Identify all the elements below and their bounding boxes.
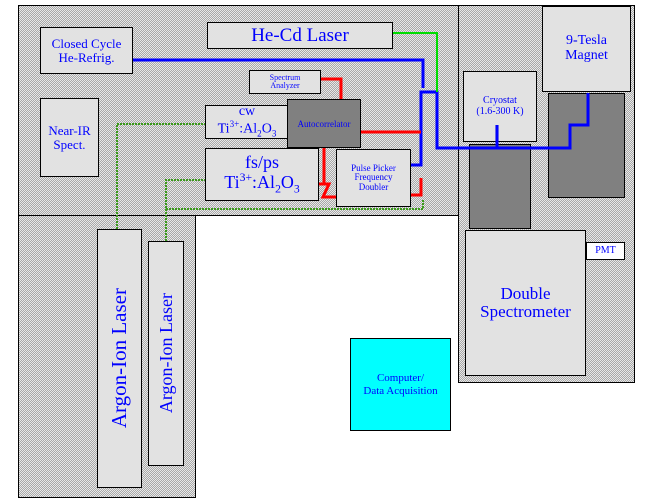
fsps-ion: Ti bbox=[224, 172, 240, 192]
cw-sub3: 3 bbox=[271, 128, 277, 139]
closed-cycle-refrigerator[interactable]: Closed Cycle He-Refrig. bbox=[40, 27, 133, 74]
cw-sub2: 2 bbox=[257, 128, 262, 139]
argon1-label: Argon-Ion Laser bbox=[107, 288, 132, 429]
fsps-line1: fs/ps bbox=[244, 152, 279, 173]
pulse-picker-line2: Frequency bbox=[354, 172, 393, 183]
pulse-picker-line3: Doubler bbox=[358, 181, 389, 192]
red-beam-doubler-out bbox=[411, 178, 423, 197]
pmt-label: PMT bbox=[595, 244, 616, 256]
blue-beam-overlay bbox=[437, 93, 590, 150]
near-ir-line1: Near-IR bbox=[48, 122, 91, 138]
fsps-sub2: 2 bbox=[275, 182, 281, 196]
argon-ion-laser-1[interactable]: Argon-Ion Laser bbox=[97, 229, 142, 488]
green-beam-bottom bbox=[166, 200, 424, 210]
cw-ion: Ti bbox=[217, 121, 230, 137]
fsps-o: O bbox=[280, 172, 294, 192]
green-beam-argon1 bbox=[116, 123, 205, 229]
pulse-picker-frequency-doubler[interactable]: Pulse Picker Frequency Doubler bbox=[336, 149, 411, 207]
cw-line1: cw bbox=[238, 104, 256, 120]
cw-o: O bbox=[261, 121, 272, 137]
magnet-line2: Magnet bbox=[565, 48, 608, 63]
cw-host: :Al bbox=[239, 121, 258, 137]
fsps-charge: 3+ bbox=[239, 171, 253, 184]
magnet-line1: 9-Tesla bbox=[565, 33, 607, 49]
blue-beam-refrig bbox=[133, 58, 425, 88]
fsps-host: :Al bbox=[252, 172, 276, 192]
pulse-picker-line1: Pulse Picker bbox=[351, 162, 396, 173]
spectrum-analyzer[interactable]: Spectrum Analyzer bbox=[249, 70, 321, 94]
autocorrelator[interactable]: Autocorrelator bbox=[287, 99, 361, 148]
fsps-sub3: 3 bbox=[293, 182, 300, 196]
spectrometer-line2: Spectrometer bbox=[480, 302, 571, 321]
fsps-formula: Ti3+:Al2O3 bbox=[224, 171, 300, 196]
argon2-label: Argon-Ion Laser bbox=[155, 293, 176, 414]
cw-ti-sapphire-laser[interactable]: cw Ti3+:Al2O3 bbox=[205, 104, 289, 139]
hecd-label: He-Cd Laser bbox=[251, 24, 349, 46]
red-beam-spectrum bbox=[321, 77, 343, 99]
spectrum-analyzer-line2: Analyzer bbox=[270, 81, 300, 90]
computer-data-acquisition[interactable]: Computer/ Data Acquisition bbox=[350, 338, 451, 431]
green-beam-hecd bbox=[393, 32, 438, 92]
cryostat-line2: (1.6-300 K) bbox=[476, 105, 524, 117]
spectrometer-line1: Double bbox=[500, 284, 551, 304]
cryostat-body bbox=[469, 144, 531, 229]
cw-formula: Ti3+:Al2O3 bbox=[217, 118, 277, 139]
hecd-laser[interactable]: He-Cd Laser bbox=[207, 22, 393, 49]
computer-line1: Computer/ bbox=[376, 372, 425, 385]
green-beam-argon2 bbox=[165, 179, 205, 241]
computer-line2: Data Acquisition bbox=[363, 384, 438, 397]
near-ir-spectrometer[interactable]: Near-IR Spect. bbox=[40, 98, 99, 177]
cryostat[interactable]: Cryostat (1.6-300 K) bbox=[463, 71, 537, 142]
near-ir-line2: Spect. bbox=[53, 136, 86, 152]
red-beam-fsps bbox=[319, 148, 337, 199]
autocorrelator-label: Autocorrelator bbox=[297, 118, 351, 129]
double-spectrometer[interactable]: Double Spectrometer bbox=[465, 230, 586, 376]
cw-charge: 3+ bbox=[229, 118, 240, 129]
pmt[interactable]: PMT bbox=[586, 242, 625, 260]
cryostat-line1: Cryostat bbox=[483, 95, 517, 106]
closed-cycle-line1: Closed Cycle bbox=[51, 35, 122, 51]
closed-cycle-line2: He-Refrig. bbox=[58, 49, 115, 65]
fsps-ti-sapphire-laser[interactable]: fs/ps Ti3+:Al2O3 bbox=[205, 148, 319, 201]
spectrum-analyzer-line1: Spectrum bbox=[269, 72, 301, 82]
tesla-magnet[interactable]: 9-Tesla Magnet bbox=[542, 6, 631, 92]
argon-ion-laser-2[interactable]: Argon-Ion Laser bbox=[148, 241, 184, 466]
